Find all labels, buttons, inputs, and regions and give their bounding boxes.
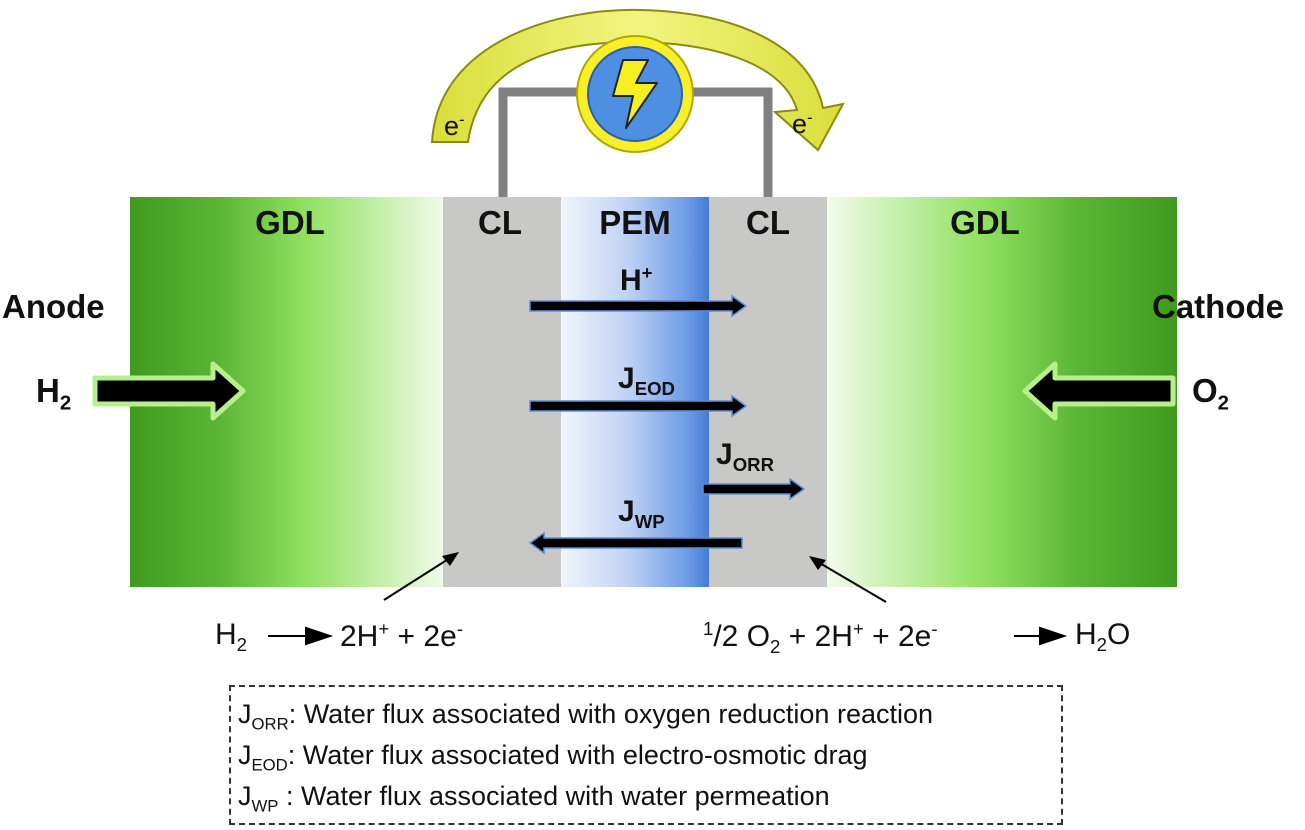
curved-arrow-icon	[430, 8, 845, 152]
gdl-right-label: GDL	[950, 204, 1020, 241]
legend-row-orr: JORR: Water flux associated with oxygen …	[238, 699, 934, 734]
electron-label-right: e-	[792, 108, 813, 139]
cl-left-layer	[443, 197, 563, 587]
legend-row-eod: JEOD: Water flux associated with electro…	[238, 740, 868, 775]
legend-row-wp: JWP : Water flux associated with water p…	[238, 781, 830, 816]
o2-inlet-arrow	[1022, 361, 1176, 421]
cathode-cl-pointer	[817, 561, 887, 603]
o2-gas-label: O2	[1192, 372, 1230, 415]
cathode-reaction-arrow	[1014, 626, 1068, 646]
h2-gas-label: H2	[36, 372, 72, 415]
circuit-wire	[498, 87, 773, 197]
gdl-left-label: GDL	[255, 204, 325, 241]
anode-label: Anode	[2, 288, 105, 325]
cl-left-label: CL	[478, 204, 522, 241]
arrow-right-icon	[529, 294, 748, 318]
cl-right-layer	[709, 197, 829, 587]
wp-flux-label: JWP	[618, 495, 665, 532]
h2-inlet-arrow	[92, 361, 246, 421]
anode-cl-pointer-head	[442, 552, 459, 566]
eod-flux-label: JEOD	[618, 362, 675, 399]
anode-cl-pointer	[383, 557, 451, 601]
cathode-reaction-lhs: 1/2 O2 + 2H+ + 2e-	[703, 618, 938, 657]
cathode-label: Cathode	[1152, 288, 1284, 325]
cathode-reaction-product: H2O	[1075, 618, 1131, 655]
proton-flux-label: H+	[620, 262, 653, 297]
arrow-left-icon	[528, 531, 743, 555]
anode-reaction-rhs: 2H+ + 2e-	[340, 618, 463, 653]
arrow-right-icon	[529, 394, 748, 418]
orr-flux-label: JORR	[716, 438, 775, 475]
pem-label: PEM	[599, 204, 671, 241]
cl-right-label: CL	[746, 204, 790, 241]
cathode-cl-pointer-head	[809, 556, 826, 570]
lightning-bolt-icon	[612, 59, 658, 129]
electron-label-left: e-	[444, 110, 465, 141]
anode-reaction-arrow	[268, 626, 334, 646]
anode-reaction-lhs: H2	[215, 618, 248, 655]
arrow-right-icon	[702, 477, 806, 501]
pem-layer	[561, 197, 711, 587]
legend-box	[229, 685, 1063, 825]
